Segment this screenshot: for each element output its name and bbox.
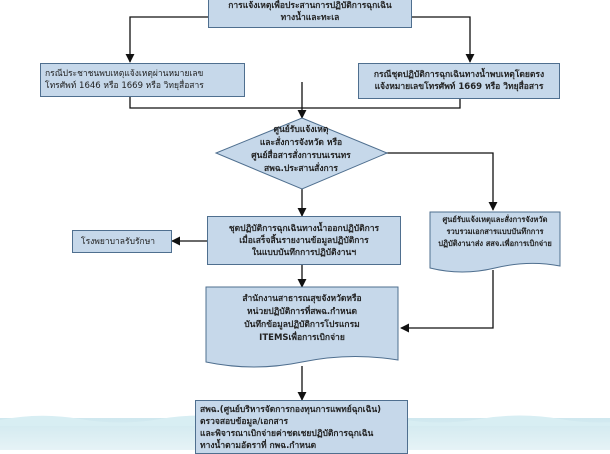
decision-line-1: ศูนย์รับแจ้งเหตุ xyxy=(273,125,329,135)
provincial-document-shape xyxy=(205,286,399,368)
right-report-label: ศูนย์รับแจ้งเหตุและสั่งการจังหวัด รวบรวม… xyxy=(430,214,560,260)
decision-line-3: ศูนย์สื่อสารสั่งการบนเรนทร xyxy=(251,151,351,161)
right-case-line-2: แจ้งหมายเลขโทรศัพท์ 1669 หรือ วิทยุสื่อส… xyxy=(374,82,544,92)
right-case-box: กรณีชุดปฏิบัติการฉุกเฉินทางน้ำพบเหตุโดยต… xyxy=(358,63,560,99)
decision-label: ศูนย์รับแจ้งเหตุ และสั่งการจังหวัด หรือ … xyxy=(230,124,372,180)
team-line-1: ชุดปฏิบัติการฉุกเฉินทางน้ำออกปฏิบัติการ xyxy=(228,223,380,234)
bottom-line-4: ทางน้ำตามอัตราที่ กพฉ.กำหนด xyxy=(200,441,317,451)
bottom-line-2: ตรวจสอบข้อมูล/เอกสาร xyxy=(200,417,289,427)
right-report-document-shape xyxy=(429,211,561,273)
decision-line-4: สพฉ.ประสานสั่งการ xyxy=(264,164,338,174)
arrow-right-report-to-provincial xyxy=(400,270,494,333)
left-case-line-1: กรณีประชาชนพบเหตุแจ้งเหตุผ่านหมายเลข xyxy=(45,69,204,79)
provincial-label: สำนักงานสาธารณสุขจังหวัดหรือ หน่วยปฏิบัต… xyxy=(206,293,398,355)
line-left-case-down xyxy=(129,97,302,109)
bottom-line-3: และพิจารณาเบิกจ่ายค่าชดเชยปฏิบัติการฉุกเ… xyxy=(200,429,374,439)
top-box: การแจ้งเหตุเพื่อประสานการปฏิบัติการฉุกเฉ… xyxy=(208,0,412,28)
team-line-2: เมื่อเสร็จสิ้นรายงานข้อมูลปฏิบัติการ xyxy=(239,235,369,246)
team-box: ชุดปฏิบัติการฉุกเฉินทางน้ำออกปฏิบัติการ … xyxy=(207,216,401,265)
provincial-line-3: บันทึกข้อมูลปฏิบัติการโปรแกรม xyxy=(244,320,360,330)
provincial-line-1: สำนักงานสาธารณสุขจังหวัดหรือ xyxy=(242,294,362,304)
left-case-box: กรณีประชาชนพบเหตุแจ้งเหตุผ่านหมายเลข โทร… xyxy=(40,63,245,97)
decision-line-2: และสั่งการจังหวัด หรือ xyxy=(259,138,343,148)
team-line-3: ในแบบบันทึกการปฏิบัติงานฯ xyxy=(251,247,357,258)
right-report-line-2: รวบรวมเอกสารแบบบันทึกการ xyxy=(446,227,544,236)
top-line-2: ทางน้ำและทะเล xyxy=(280,13,340,23)
arrow-decision-to-right-report xyxy=(384,152,498,211)
bottom-box: สพฉ.(ศูนย์บริหารจัดการกองทุนการแพทย์ฉุกเ… xyxy=(195,400,408,454)
left-case-line-2: โทรศัพท์ 1646 หรือ 1669 หรือ วิทยุสื่อสา… xyxy=(45,81,204,91)
hospital-label: โรงพยาบาลรับรักษา xyxy=(81,236,156,247)
right-case-line-1: กรณีชุดปฏิบัติการฉุกเฉินทางน้ำพบเหตุโดยต… xyxy=(373,70,545,80)
hospital-box: โรงพยาบาลรับรักษา xyxy=(72,230,172,253)
provincial-line-4: ITEMSเพื่อการเบิกจ่าย xyxy=(259,333,345,343)
top-line-1: การแจ้งเหตุเพื่อประสานการปฏิบัติการฉุกเฉ… xyxy=(228,1,392,11)
provincial-line-2: หน่วยปฏิบัติการที่สพฉ.กำหนด xyxy=(247,307,357,317)
right-report-line-3: ปฏิบัติงานาส่ง สสจ.เพื่อการเบิกจ่าย xyxy=(438,239,552,248)
bottom-line-1: สพฉ.(ศูนย์บริหารจัดการกองทุนการแพทย์ฉุกเ… xyxy=(200,405,382,415)
wave-decoration xyxy=(0,415,610,426)
arrow-top-to-left xyxy=(125,16,208,63)
right-report-line-1: ศูนย์รับแจ้งเหตุและสั่งการจังหวัด xyxy=(442,215,548,224)
arrow-top-to-right xyxy=(412,16,475,63)
line-right-case-down xyxy=(302,99,461,109)
decision-diamond xyxy=(214,117,389,190)
